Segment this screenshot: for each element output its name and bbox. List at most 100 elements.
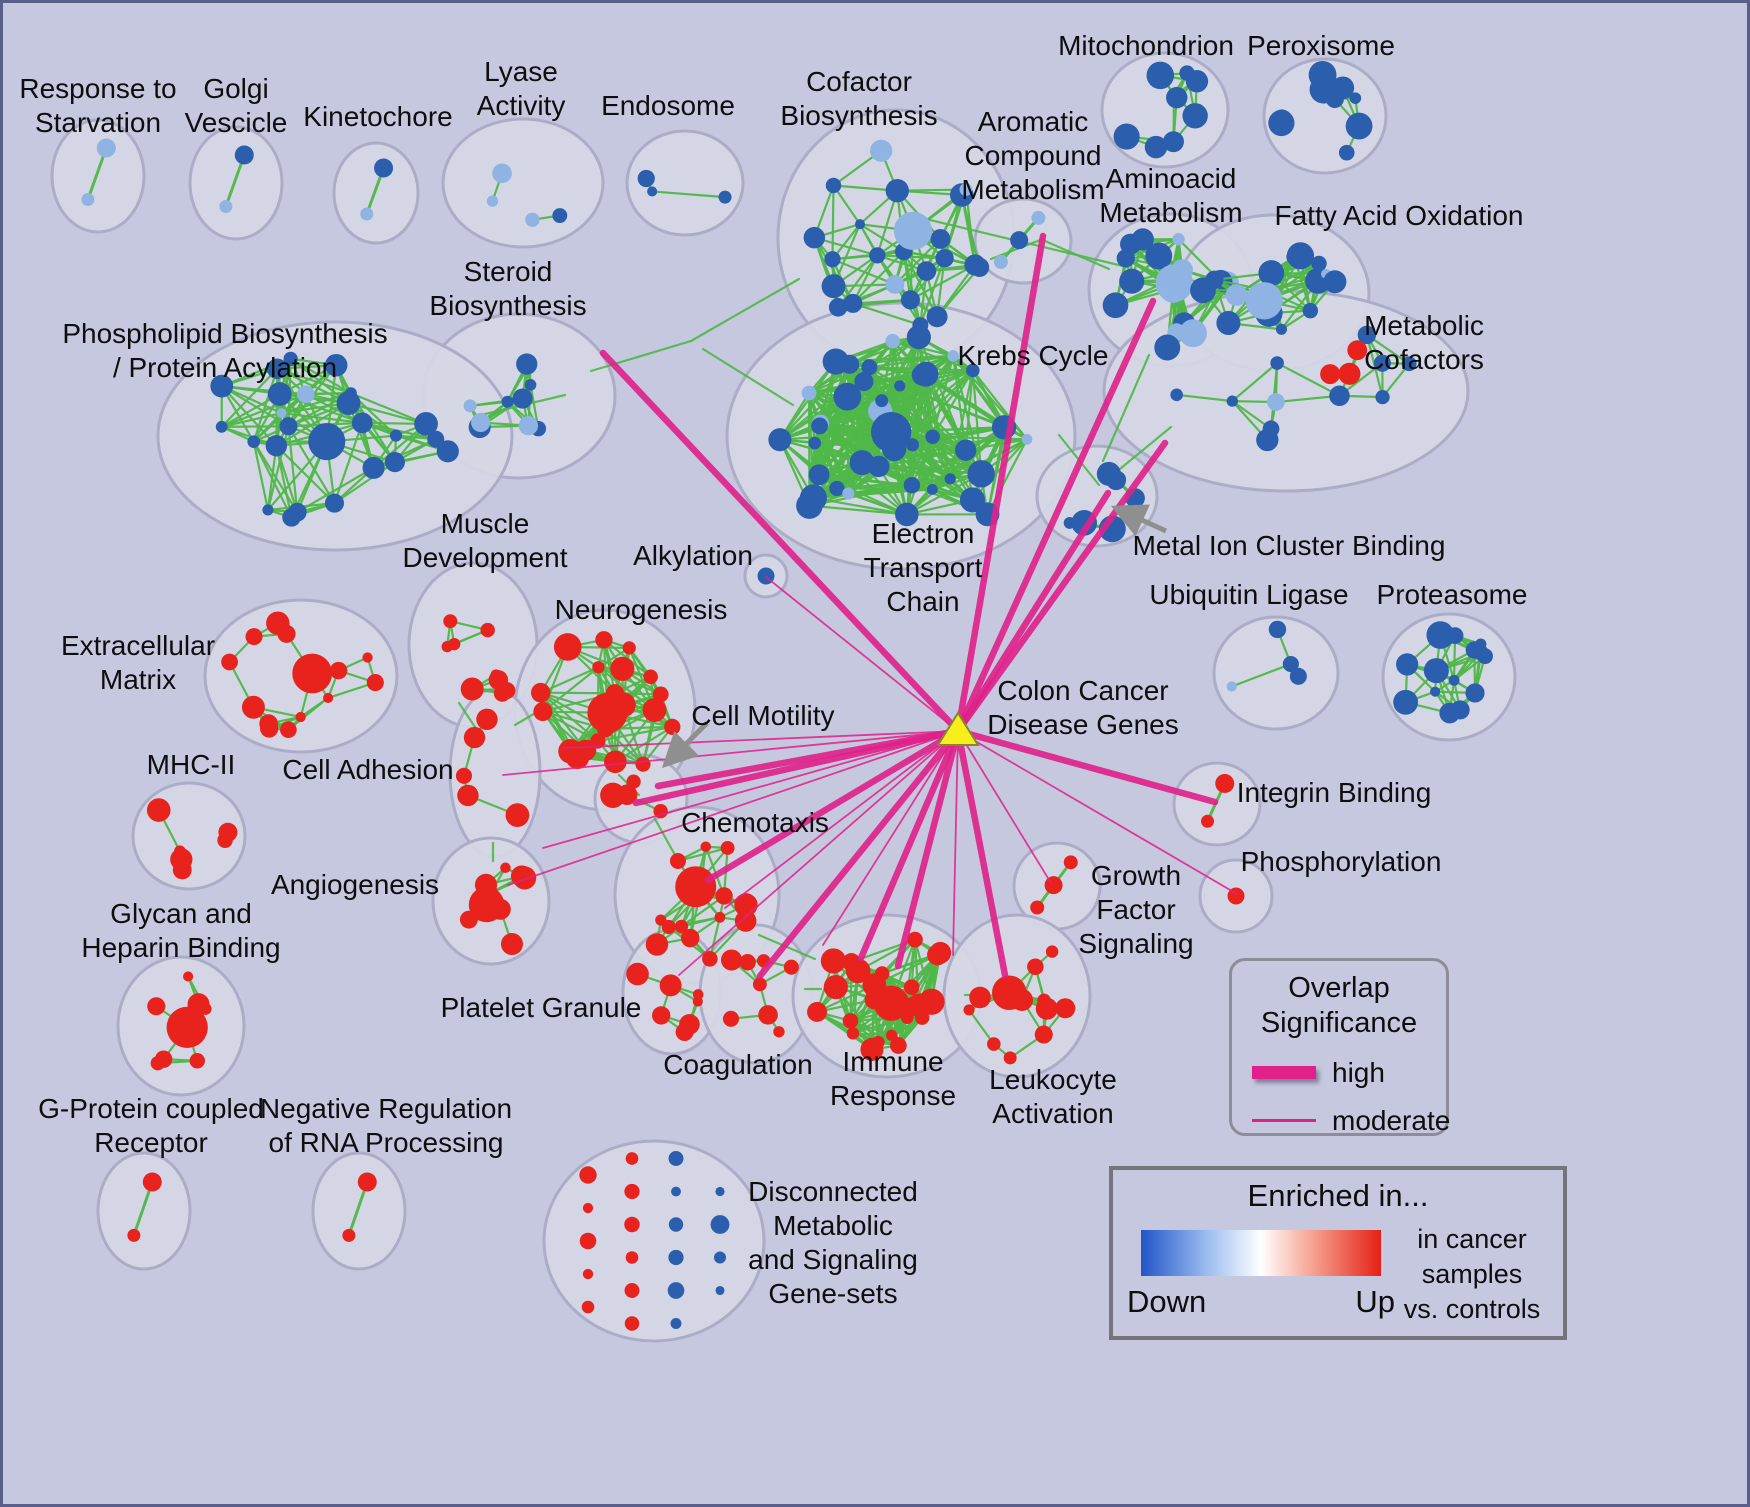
- label-muscle-development: Development: [403, 542, 568, 573]
- gene-set-node: [323, 692, 334, 704]
- gene-set-edge: [846, 395, 850, 495]
- gene-set-node: [1338, 144, 1355, 161]
- gene-set-node: [524, 379, 537, 391]
- gene-set-node: [808, 436, 822, 450]
- gene-set-node: [217, 832, 233, 849]
- gene-set-node: [342, 1228, 356, 1242]
- gene-set-edge: [275, 444, 336, 505]
- gene-set-node: [501, 395, 514, 408]
- gene-set-node: [234, 145, 254, 165]
- gene-set-node: [702, 951, 718, 967]
- gene-set-edge: [817, 473, 914, 487]
- gene-set-node: [916, 261, 937, 281]
- label-immune-response: Response: [830, 1080, 956, 1111]
- gene-set-node: [668, 1217, 684, 1232]
- overlap-edge-high: [599, 349, 962, 735]
- gene-set-edge: [220, 367, 279, 428]
- gene-set-node: [581, 1300, 595, 1314]
- gene-set-node: [959, 183, 973, 196]
- label-steroid-biosynthesis: Steroid: [464, 256, 553, 287]
- gene-set-node: [1396, 653, 1419, 676]
- gene-set-edge: [347, 401, 428, 425]
- gene-set-node: [292, 653, 333, 694]
- gene-set-node: [1179, 65, 1195, 81]
- gene-set-node: [357, 1172, 377, 1192]
- gene-set-node: [842, 487, 855, 500]
- gene-set-node: [625, 1251, 639, 1264]
- gene-set-edge: [986, 426, 1006, 516]
- gene-set-node: [675, 866, 717, 908]
- gene-set-node: [642, 698, 667, 723]
- legend-enriched-in: Enriched in... Down Up in cancer samples…: [1109, 1166, 1567, 1340]
- gene-set-node: [783, 959, 799, 975]
- network-g-protein-coupled-receptor: [127, 1172, 162, 1242]
- gene-set-edge: [275, 444, 299, 514]
- label-glycan-and-heparin-binding: Heparin Binding: [81, 932, 280, 963]
- gene-set-edge: [287, 696, 330, 731]
- gene-set-node: [926, 484, 938, 495]
- label-angiogenesis: Angiogenesis: [271, 869, 439, 900]
- gene-set-edge: [676, 846, 729, 863]
- gene-set-node: [1426, 621, 1455, 649]
- label-proteasome: Proteasome: [1377, 579, 1528, 610]
- network-cofactor-biosynthesis: [803, 139, 990, 334]
- gene-set-edge: [831, 184, 835, 261]
- gene-set-edge: [220, 393, 307, 428]
- network-response-to-starvation: [81, 138, 116, 207]
- gene-set-node: [565, 745, 590, 770]
- network-integrin-binding: [1201, 774, 1235, 828]
- cell-motility-arrow: [661, 721, 709, 769]
- moderate-significance-line-sample: [1252, 1119, 1316, 1123]
- gene-set-node: [903, 477, 921, 494]
- label-steroid-biosynthesis: Biosynthesis: [429, 290, 586, 321]
- gene-set-node: [720, 841, 735, 855]
- gene-set-node: [295, 711, 306, 723]
- network-ubiquitin-ligase: [1226, 620, 1307, 692]
- gene-set-node: [679, 1014, 700, 1035]
- gene-set-node: [512, 388, 533, 409]
- gene-set-edge: [967, 1008, 995, 1046]
- network-peroxisome: [1268, 60, 1373, 161]
- gene-set-edge: [275, 444, 293, 519]
- gene-set-node: [664, 718, 681, 736]
- gene-set-node: [296, 385, 315, 404]
- gene-set-node: [267, 382, 292, 406]
- gene-set-node: [553, 633, 582, 661]
- gene-set-edge: [252, 440, 293, 519]
- overlap-edge-moderate: [724, 730, 959, 909]
- gene-set-node: [1144, 135, 1168, 159]
- label-immune-response: Immune: [842, 1046, 943, 1077]
- intercluster-edges-layer: [457, 213, 1173, 997]
- gene-set-node: [849, 450, 875, 476]
- gene-set-node: [1338, 362, 1361, 385]
- gene-set-node: [1375, 389, 1390, 405]
- gene-set-edge: [596, 725, 674, 743]
- network-platelet-granule: [626, 962, 704, 1042]
- gene-set-node: [828, 298, 848, 317]
- network-growth-factor-signaling: [1030, 855, 1078, 915]
- gene-set-node: [1448, 674, 1460, 686]
- gene-set-node: [886, 1029, 898, 1041]
- gene-set-node: [480, 622, 495, 638]
- gene-set-edge: [880, 340, 894, 402]
- gene-set-node: [414, 412, 438, 436]
- label-growth-factor-signaling: Factor: [1096, 894, 1175, 925]
- gene-set-node: [893, 211, 933, 250]
- gene-set-node: [714, 911, 726, 923]
- gene-set-node: [907, 993, 931, 1017]
- label-fatty-acid-oxidation: Fatty Acid Oxidation: [1274, 200, 1523, 231]
- gene-set-node: [643, 669, 658, 685]
- gene-set-edge: [296, 466, 375, 514]
- gene-set-node: [1055, 998, 1076, 1019]
- network-endosome: [637, 169, 732, 204]
- gene-set-node: [846, 1027, 860, 1040]
- gene-set-edge: [877, 465, 952, 480]
- network-leukocyte-activation: [963, 945, 1076, 1065]
- gene-set-edge: [333, 421, 364, 505]
- gene-set-edge: [807, 391, 850, 495]
- gene-set-node: [552, 208, 568, 224]
- gene-set-node: [436, 440, 459, 463]
- gene-set-node: [1268, 109, 1295, 137]
- label-cell-motility: Cell Motility: [691, 700, 834, 731]
